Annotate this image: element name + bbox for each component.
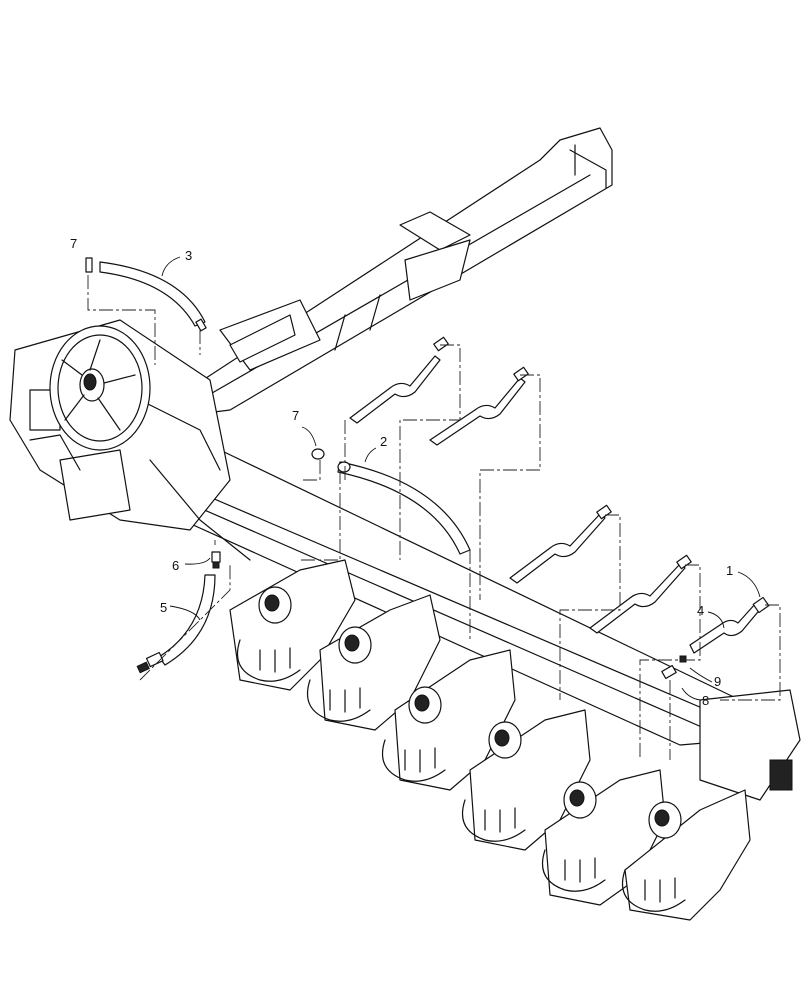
callout-leaders bbox=[161, 256, 761, 701]
tool-bar-frame bbox=[159, 449, 801, 801]
hose-item-2 bbox=[337, 461, 471, 555]
callout-9: 9 bbox=[714, 674, 721, 689]
callout-5: 5 bbox=[160, 600, 167, 615]
row-unit-3 bbox=[381, 649, 516, 791]
callout-1: 1 bbox=[726, 563, 733, 578]
drive-wheel bbox=[49, 325, 151, 451]
row-unit-6 bbox=[621, 789, 751, 921]
callout-labels: 7 3 7 2 6 5 1 4 9 8 bbox=[70, 236, 733, 708]
callout-7-lower: 7 bbox=[292, 408, 299, 423]
hose-item-5 bbox=[136, 574, 216, 674]
fitting-item-6 bbox=[211, 551, 221, 569]
assembly-lines bbox=[87, 275, 781, 760]
hose-upper-2 bbox=[429, 366, 529, 446]
hose-mid-2 bbox=[589, 554, 692, 634]
hose-upper-1 bbox=[349, 336, 449, 424]
callout-8: 8 bbox=[702, 693, 709, 708]
fitting-item-7-lower bbox=[311, 448, 325, 460]
callout-2: 2 bbox=[380, 434, 387, 449]
hose-mid-1 bbox=[509, 504, 612, 584]
hose-item-3 bbox=[99, 261, 207, 332]
fitting-item-8-9 bbox=[661, 655, 687, 680]
callout-7-upper: 7 bbox=[70, 236, 77, 251]
callout-3: 3 bbox=[185, 248, 192, 263]
callout-6: 6 bbox=[172, 558, 179, 573]
fitting-item-7-upper bbox=[85, 257, 93, 273]
row-unit-2 bbox=[306, 594, 441, 731]
toolbar-beam bbox=[179, 127, 613, 416]
callout-4: 4 bbox=[697, 603, 704, 618]
row-unit-1 bbox=[229, 559, 356, 691]
hose-item-4 bbox=[689, 596, 770, 654]
